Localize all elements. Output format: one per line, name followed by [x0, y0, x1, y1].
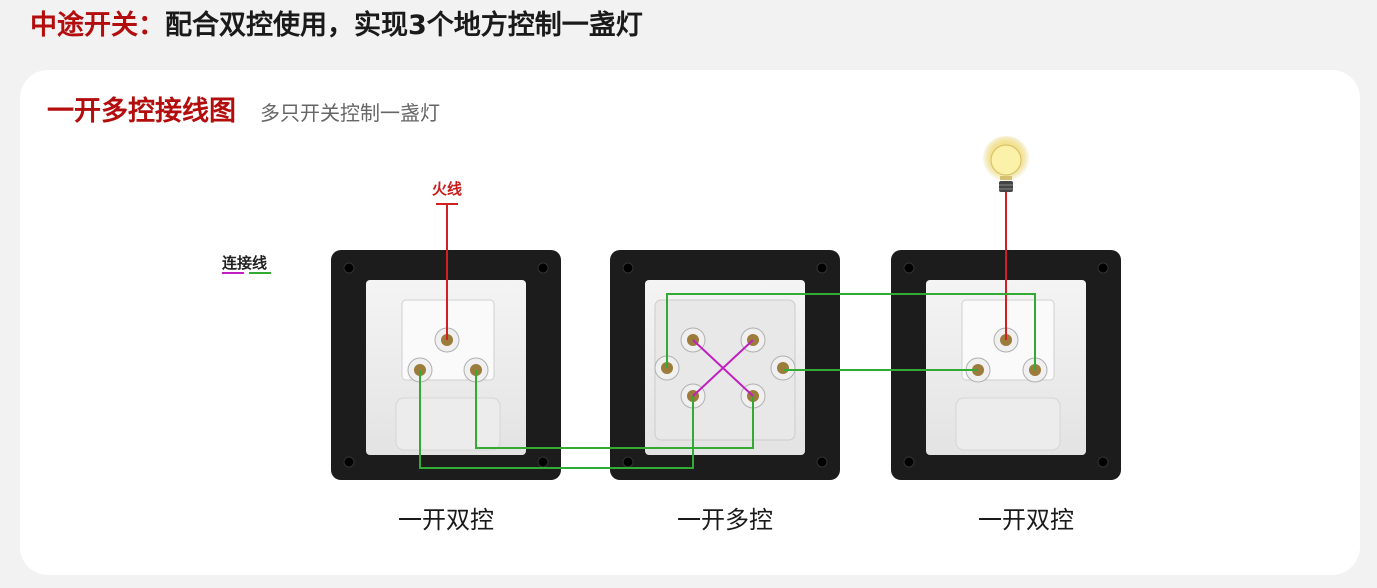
switch-label-middle: 一开多控	[677, 506, 773, 534]
legend-label: 连接线	[222, 254, 268, 272]
switch-label-right: 一开双控	[978, 506, 1074, 534]
page-headline: 中途开关：配合双控使用，实现3个地方控制一盏灯	[30, 6, 643, 46]
live-wire-label: 火线	[432, 180, 463, 198]
light-bulb-icon	[982, 136, 1030, 192]
switch-panel-left	[331, 250, 561, 480]
diagram-card: 一开多控接线图 多只开关控制一盏灯 连接线 火线 一开双控 一开多控 一开双控	[20, 70, 1360, 575]
switch-label-left: 一开双控	[398, 506, 494, 534]
card-subtitle: 多只开关控制一盏灯	[260, 101, 440, 125]
switch-panel-middle	[610, 250, 840, 480]
legend-green-swatch	[249, 272, 271, 274]
card-title: 一开多控接线图	[47, 96, 236, 127]
legend-magenta-swatch	[222, 272, 244, 274]
magenta-cross-links	[692, 339, 754, 397]
headline-text: 配合双控使用，实现3个地方控制一盏灯	[165, 10, 643, 41]
green-connecting-wires	[419, 293, 1036, 469]
headline-label: 中途开关：	[30, 10, 165, 41]
live-wire	[436, 203, 458, 340]
